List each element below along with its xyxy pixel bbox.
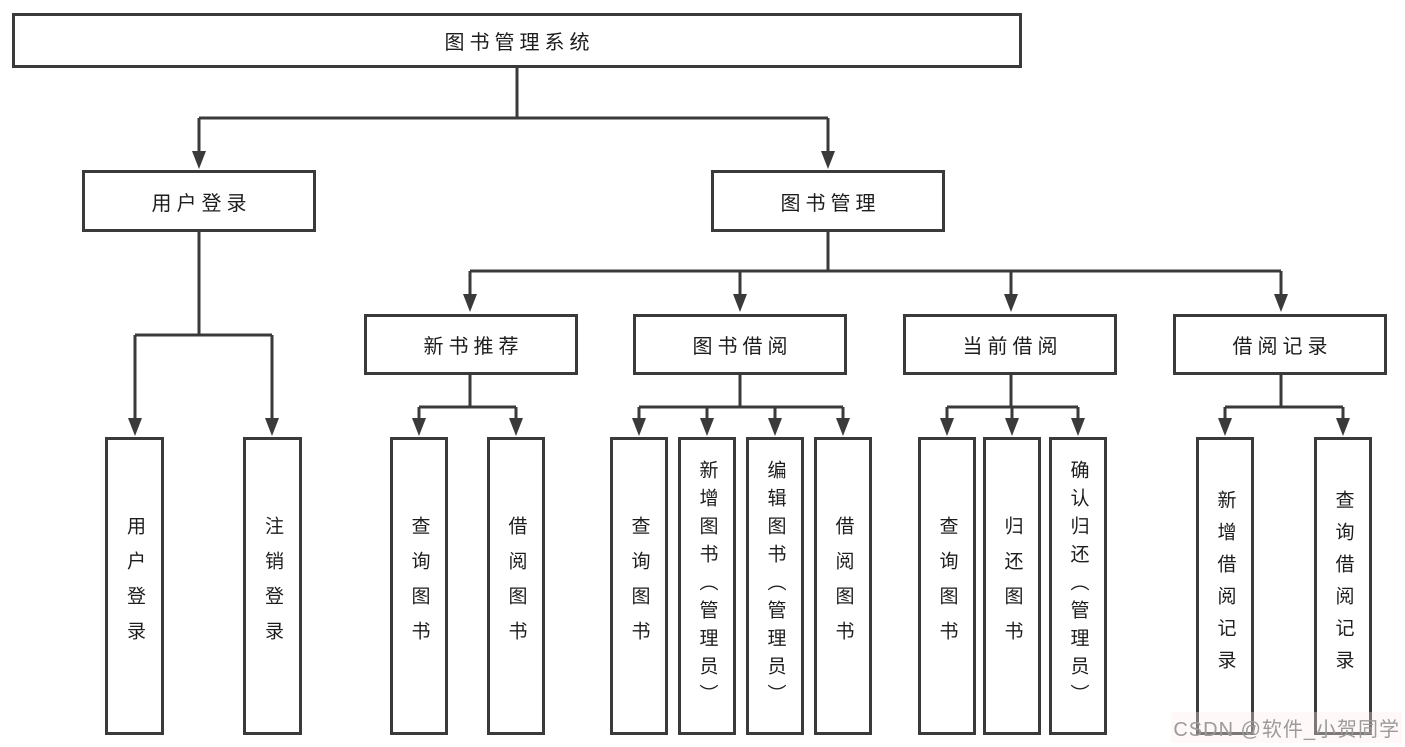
leaf-borrow-books-recommend: 借阅图书 bbox=[487, 437, 545, 735]
leaf-query-books-recommend: 查询图书 bbox=[390, 437, 448, 735]
leaf-borrow-books-borrow: 借阅图书 bbox=[814, 437, 872, 735]
node-book-management: 图书管理 bbox=[711, 170, 945, 232]
node-user-login: 用户登录 bbox=[82, 170, 316, 232]
node-current-borrowing: 当前借阅 bbox=[903, 314, 1117, 375]
leaf-query-borrow-record: 查询借阅记录 bbox=[1314, 437, 1372, 735]
leaf-confirm-return-admin: 确认归还（管理员） bbox=[1049, 437, 1107, 735]
leaf-return-book: 归还图书 bbox=[983, 437, 1041, 735]
leaf-add-borrow-record-label: 新增借阅记录 bbox=[1214, 490, 1236, 682]
node-library-management-system: 图书管理系统 bbox=[12, 13, 1022, 68]
leaf-query-books-borrow: 查询图书 bbox=[610, 437, 668, 735]
leaf-logout-label: 注销登录 bbox=[262, 516, 283, 656]
leaf-add-book-admin-label: 新增图书（管理员） bbox=[696, 460, 718, 712]
leaf-edit-book-admin-label: 编辑图书（管理员） bbox=[764, 460, 786, 712]
leaf-query-books-recommend-label: 查询图书 bbox=[408, 516, 430, 656]
leaf-borrow-books-borrow-label: 借阅图书 bbox=[832, 516, 854, 656]
leaf-edit-book-admin: 编辑图书（管理员） bbox=[746, 437, 804, 735]
leaf-query-books-borrow-label: 查询图书 bbox=[628, 516, 650, 656]
leaf-add-book-admin: 新增图书（管理员） bbox=[678, 437, 736, 735]
node-new-book-recommendation: 新书推荐 bbox=[364, 314, 578, 375]
leaf-user-login: 用户登录 bbox=[105, 437, 164, 735]
leaf-query-books-current: 查询图书 bbox=[918, 437, 976, 735]
leaf-logout: 注销登录 bbox=[243, 437, 302, 735]
csdn-watermark: CSDN @软件_小贺同学 bbox=[1171, 712, 1402, 743]
leaf-user-login-label: 用户登录 bbox=[124, 516, 145, 656]
leaf-query-borrow-record-label: 查询借阅记录 bbox=[1332, 490, 1354, 682]
node-borrowing-records: 借阅记录 bbox=[1173, 314, 1387, 375]
leaf-query-books-current-label: 查询图书 bbox=[936, 516, 958, 656]
leaf-borrow-books-recommend-label: 借阅图书 bbox=[505, 516, 527, 656]
leaf-confirm-return-admin-label: 确认归还（管理员） bbox=[1067, 460, 1089, 712]
leaf-return-book-label: 归还图书 bbox=[1001, 516, 1023, 656]
leaf-add-borrow-record: 新增借阅记录 bbox=[1196, 437, 1254, 735]
node-book-borrowing: 图书借阅 bbox=[633, 314, 847, 375]
